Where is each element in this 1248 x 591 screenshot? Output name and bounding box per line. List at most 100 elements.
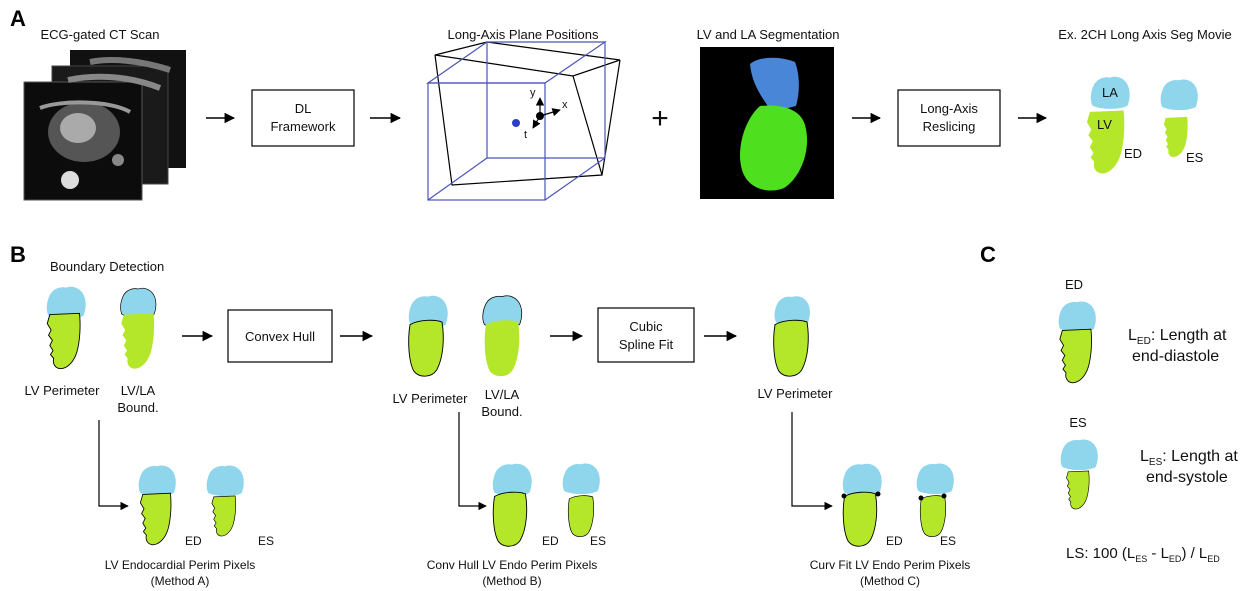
mc-es-la (916, 463, 954, 495)
bd-bound-la (120, 287, 157, 318)
ch-lvla-line1: LV/LA (485, 387, 520, 402)
plane-black-body (434, 54, 621, 186)
connector-method-a (98, 420, 129, 511)
reslicing-line1: Long-Axis (920, 101, 978, 116)
reslicing-box (897, 89, 1001, 147)
c-es-label: ES (1069, 415, 1087, 430)
mb-ed-la (492, 463, 532, 496)
mc-ed-la (842, 463, 882, 496)
ct-scan-stack (23, 50, 186, 201)
ct-scan-title: ECG-gated CT Scan (41, 27, 160, 42)
dl-framework-box (251, 89, 355, 147)
ma-es-lv (211, 495, 236, 537)
mc-ed-label: ED (886, 534, 903, 548)
c-led-line2: end-diastole (1132, 348, 1219, 365)
ma-es-label: ES (258, 534, 274, 548)
ch-lv-perim-lv (408, 319, 444, 377)
mc-es-point-right (941, 493, 947, 499)
plane-black-edge (572, 75, 603, 176)
mc-ed-point-left (841, 493, 847, 499)
convex-hull-box (227, 309, 333, 363)
method-c-line2: (Method C) (860, 574, 920, 588)
ch-bound-lv (484, 320, 520, 377)
ma-ed-lv (139, 492, 172, 546)
seg-lv-blob (740, 105, 808, 191)
bd-lv-perim-lv (46, 312, 81, 370)
movie-ed-label: ED (1124, 146, 1142, 161)
axis-t-label: t (524, 129, 527, 141)
mb-es-la (562, 463, 600, 495)
ct-aorta-desc (112, 154, 124, 166)
ls-formula: LS: 100 (LES - LED) / LED (1066, 545, 1220, 564)
mc-es-lv (919, 495, 947, 538)
ct-vessel (39, 100, 132, 114)
mc-ed-point-right (875, 491, 881, 497)
boundary-detection-title: Boundary Detection (50, 259, 164, 274)
movie-lv-label: LV (1097, 117, 1112, 132)
dl-framework-line2: Framework (270, 119, 336, 134)
mb-ed-label: ED (542, 534, 559, 548)
mb-es-label: ES (590, 534, 606, 548)
panel-c-letter: C (980, 242, 996, 267)
ct-aorta-mid (67, 73, 162, 91)
ma-es-la (206, 465, 244, 497)
bd-lv-perimeter-label: LV Perimeter (25, 383, 101, 398)
cubic-spline-line2: Spline Fit (619, 337, 674, 352)
ma-ed-label: ED (185, 534, 202, 548)
cubic-spline-box (597, 307, 695, 363)
plane-positions-title: Long-Axis Plane Positions (447, 27, 599, 42)
ct-spine (61, 171, 79, 189)
method-a-line1: LV Endocardial Perim Pixels (105, 558, 256, 572)
method-b-line2: (Method B) (482, 574, 541, 588)
connector-method-b (458, 412, 487, 511)
ct-aorta-back (89, 57, 171, 73)
method-a-line2: (Method A) (151, 574, 210, 588)
mc-ed-lv (842, 491, 878, 547)
reslicing-line2: Reslicing (923, 119, 976, 134)
convex-hull-label: Convex Hull (245, 329, 315, 344)
c-es-lv (1066, 470, 1090, 510)
ch-lvla-line2: Bound. (481, 404, 522, 419)
mc-es-label: ES (940, 534, 956, 548)
connector-method-c (791, 412, 833, 511)
cube-back-diagonal (427, 157, 488, 201)
method-c-line1: Curv Fit LV Endo Perim Pixels (810, 558, 971, 572)
mb-es-lv (567, 495, 595, 538)
cubic-spline-line1: Cubic (629, 319, 663, 334)
mb-ed-lv (492, 491, 528, 547)
bd-lvla-line1: LV/LA (121, 383, 156, 398)
ch-lv-perimeter-label: LV Perimeter (393, 391, 469, 406)
axis-x-label: x (562, 99, 568, 111)
axis-y-label: y (530, 87, 536, 99)
c-ed-label: ED (1065, 277, 1083, 292)
cube-top-face (426, 41, 607, 84)
ma-ed-la (138, 465, 176, 497)
c-les-line2: end-systole (1146, 469, 1228, 486)
method-b-line1: Conv Hull LV Endo Perim Pixels (427, 558, 598, 572)
bd-bound-lv (121, 313, 155, 369)
bd-lvla-line2: Bound. (117, 400, 158, 415)
long-axis-cube: y x t (426, 41, 621, 201)
sf-lv-perimeter-label: LV Perimeter (758, 386, 834, 401)
movie-title: Ex. 2CH Long Axis Seg Movie (1058, 27, 1231, 42)
panel-b-letter: B (10, 242, 26, 267)
segmentation-title: LV and LA Segmentation (697, 27, 840, 42)
dl-framework-line1: DL (295, 101, 312, 116)
axis-x-arrow (539, 108, 561, 117)
ct-heart-chamber (60, 113, 96, 143)
movie-la-es (1160, 79, 1198, 111)
sf-lv (773, 319, 809, 377)
c-ed-la (1058, 301, 1096, 333)
movie-lv-es (1163, 116, 1188, 158)
c-les-text: LES: Length at (1140, 448, 1238, 468)
movie-es-label: ES (1186, 150, 1204, 165)
cube-back-edges (486, 42, 605, 159)
mc-es-point-left (918, 495, 924, 501)
c-es-la (1060, 439, 1098, 471)
axis-t-arrow (532, 115, 541, 129)
seg-la-blob (750, 57, 799, 112)
plane-origin-blue (512, 119, 520, 127)
plus-sign: + (651, 102, 669, 135)
c-led-text: LED: Length at (1128, 327, 1227, 347)
